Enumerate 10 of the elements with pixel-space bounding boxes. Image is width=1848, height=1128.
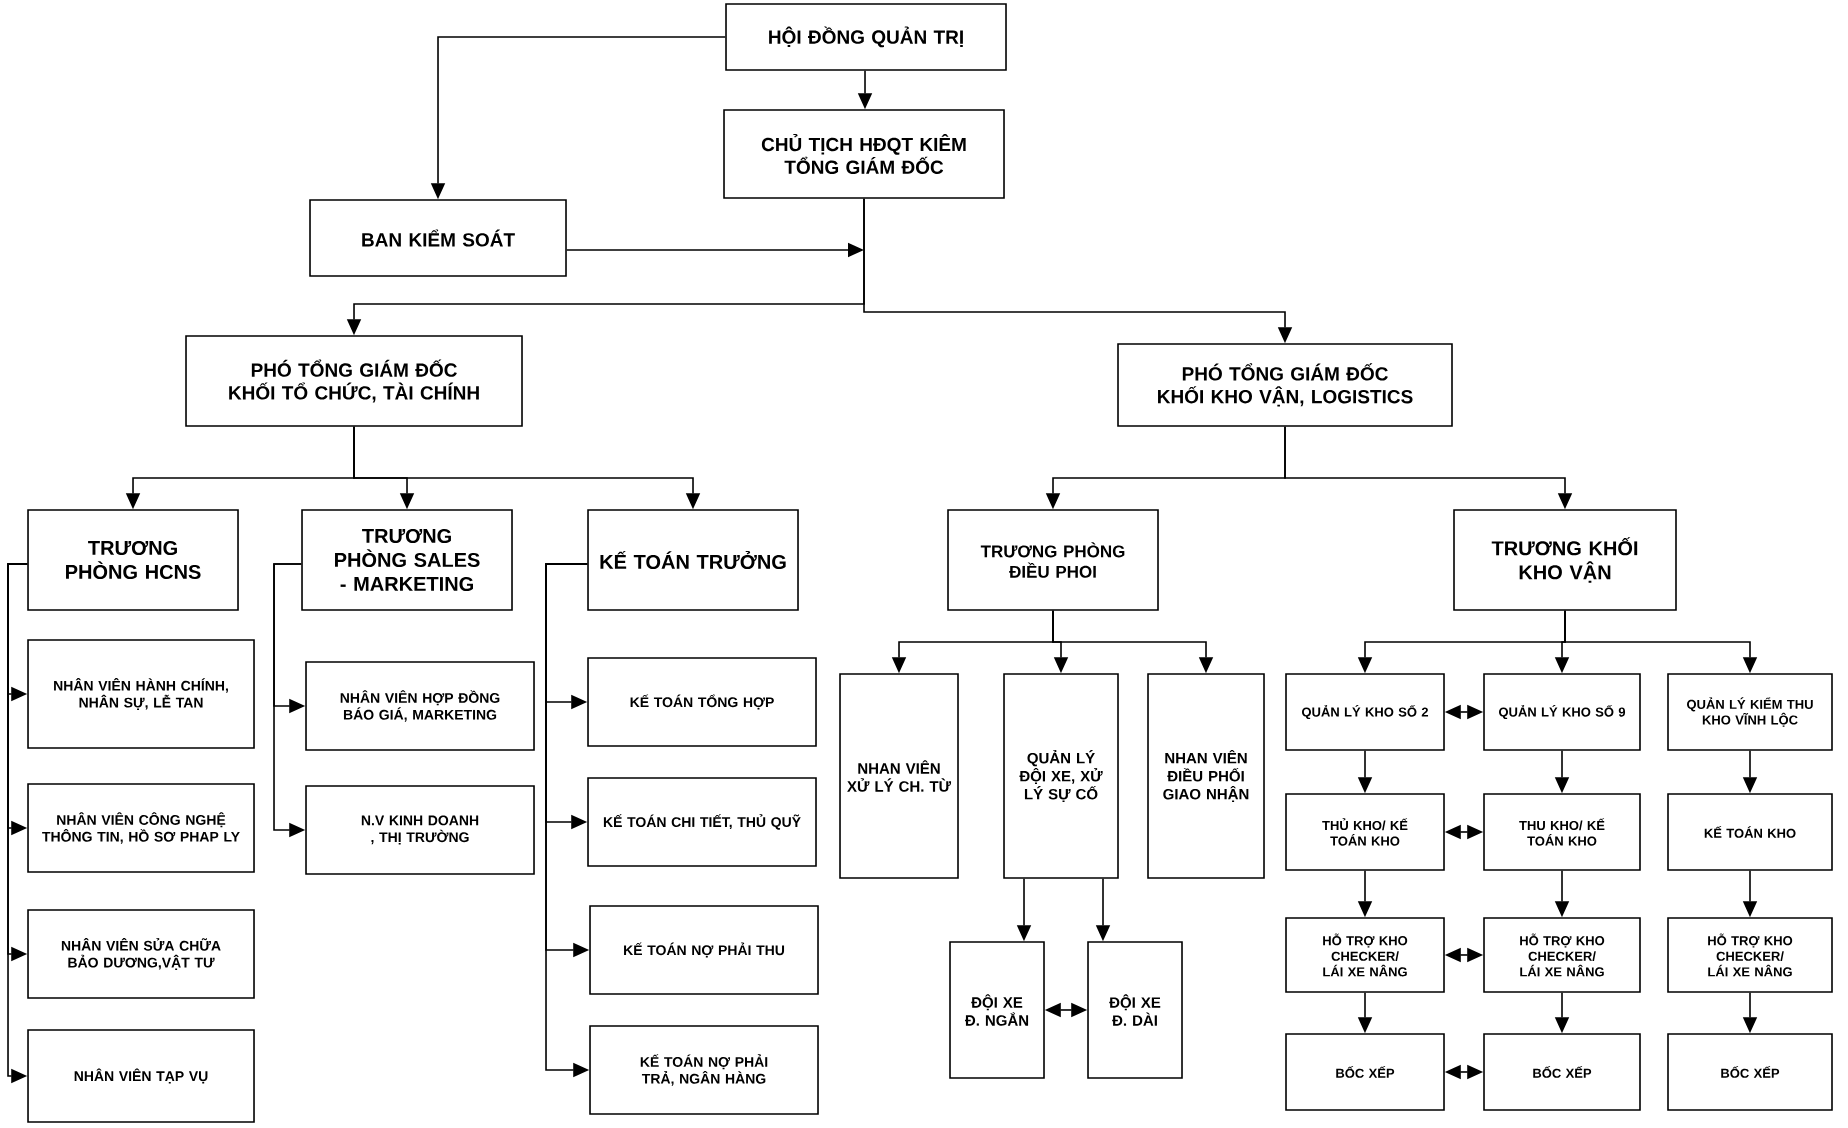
org-box: PHÓ TỔNG GIÁM ĐỐC KHỐI TỔ CHỨC, TÀI CHÍNH <box>185 335 523 427</box>
org-box: KẾ TOÁN TRƯỞNG <box>587 509 799 611</box>
org-box: TRƯƠNG PHÒNG SALES - MARKETING <box>301 509 513 611</box>
org-box: TRƯƠNG PHÒNG ĐIỀU PHOI <box>947 509 1159 611</box>
org-box: HỘI ĐỒNG QUẢN TRỊ <box>725 3 1007 71</box>
org-box: CHỦ TỊCH HĐQT KIÊM TỔNG GIÁM ĐỐC <box>723 109 1005 199</box>
org-box: PHÓ TỔNG GIÁM ĐỐC KHỐI KHO VẬN, LOGISTICS <box>1117 343 1453 427</box>
org-box: TRƯƠNG KHỐI KHO VẬN <box>1453 509 1677 611</box>
org-box: TRƯƠNG PHÒNG HCNS <box>27 509 239 611</box>
org-box: BAN KIỂM SOÁT <box>309 199 567 277</box>
